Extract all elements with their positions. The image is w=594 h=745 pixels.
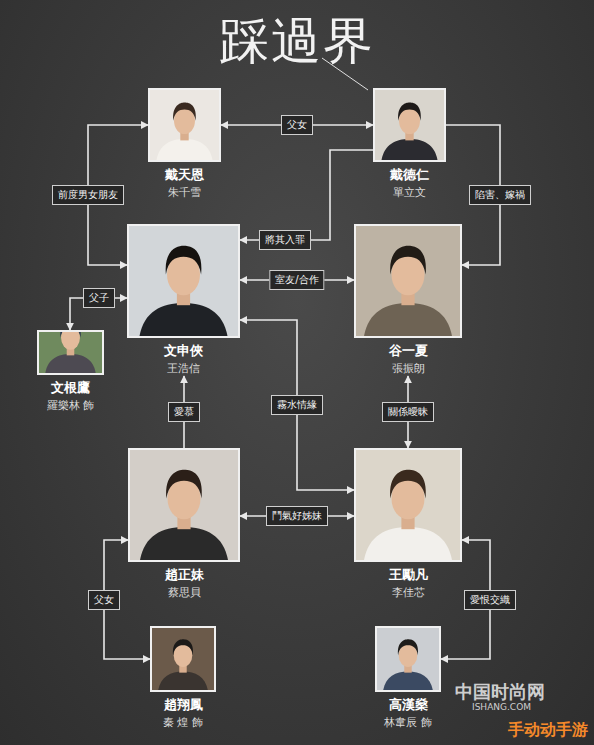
portrait-silhouette <box>129 226 238 336</box>
relation-label: 父女 <box>88 590 120 610</box>
relation-label: 前度男女朋友 <box>52 185 124 205</box>
portrait-silhouette <box>356 226 460 336</box>
actor-name: 羅樂林 飾 <box>37 398 104 413</box>
relation-label: 關係曖昧 <box>382 402 434 422</box>
relation-label: 陷害、嫁禍 <box>469 185 531 205</box>
portrait-frame <box>373 88 446 162</box>
portrait-frame <box>375 626 441 692</box>
character-name: 高漢燊 <box>375 696 441 714</box>
character-name: 王勵凡 <box>354 566 462 584</box>
relation-label: 父子 <box>83 288 115 308</box>
relation-label: 愛慕 <box>168 402 200 422</box>
portrait-silhouette <box>39 332 102 373</box>
portrait-frame <box>354 448 462 562</box>
character-name: 文申俠 <box>127 342 240 360</box>
watermark: ISHANG.COM <box>472 702 531 712</box>
portrait-silhouette <box>130 450 238 560</box>
character-name: 戴德仁 <box>373 166 446 184</box>
relation-label: 霧水情緣 <box>271 395 323 415</box>
relation-label: 鬥氣好姊妹 <box>266 506 328 526</box>
character-card: 趙正妹蔡思貝 <box>128 448 240 600</box>
portrait-frame <box>127 224 240 338</box>
portrait-frame <box>37 330 104 375</box>
character-name: 趙正妹 <box>128 566 240 584</box>
relation-label: 室友/合作 <box>269 270 324 290</box>
character-card: 戴德仁單立文 <box>373 88 446 200</box>
portrait-silhouette <box>152 628 214 690</box>
actor-name: 單立文 <box>373 185 446 200</box>
character-card: 戴天恩朱千雪 <box>148 88 221 200</box>
portrait-frame <box>128 448 240 562</box>
actor-name: 蔡思貝 <box>128 585 240 600</box>
character-name: 戴天恩 <box>148 166 221 184</box>
portrait-frame <box>150 626 216 692</box>
character-card: 文根鷹羅樂林 飾 <box>37 330 104 413</box>
portrait-silhouette <box>375 90 444 160</box>
relation-connector <box>240 320 354 490</box>
actor-name: 張振朗 <box>354 361 462 376</box>
character-name: 趙翔鳳 <box>150 696 216 714</box>
portrait-silhouette <box>356 450 460 560</box>
portrait-silhouette <box>150 90 219 160</box>
watermark: 手动动手游 <box>508 720 588 741</box>
character-name: 文根鷹 <box>37 379 104 397</box>
actor-name: 秦 煌 飾 <box>150 715 216 730</box>
portrait-frame <box>354 224 462 338</box>
portrait-silhouette <box>377 628 439 690</box>
relation-label: 愛恨交織 <box>464 590 516 610</box>
character-card: 谷一夏張振朗 <box>354 224 462 376</box>
actor-name: 李佳芯 <box>354 585 462 600</box>
actor-name: 林韋辰 飾 <box>375 715 441 730</box>
character-card: 王勵凡李佳芯 <box>354 448 462 600</box>
chart-title: 踩過界 <box>0 8 594 75</box>
actor-name: 朱千雪 <box>148 185 221 200</box>
character-name: 谷一夏 <box>354 342 462 360</box>
relation-label: 將其入罪 <box>259 230 311 250</box>
character-card: 文申俠王浩信 <box>127 224 240 376</box>
actor-name: 王浩信 <box>127 361 240 376</box>
character-card: 高漢燊林韋辰 飾 <box>375 626 441 730</box>
portrait-frame <box>148 88 221 162</box>
watermark: 中国时尚网 <box>455 680 545 704</box>
relation-label: 父女 <box>281 115 313 135</box>
character-card: 趙翔鳳秦 煌 飾 <box>150 626 216 730</box>
